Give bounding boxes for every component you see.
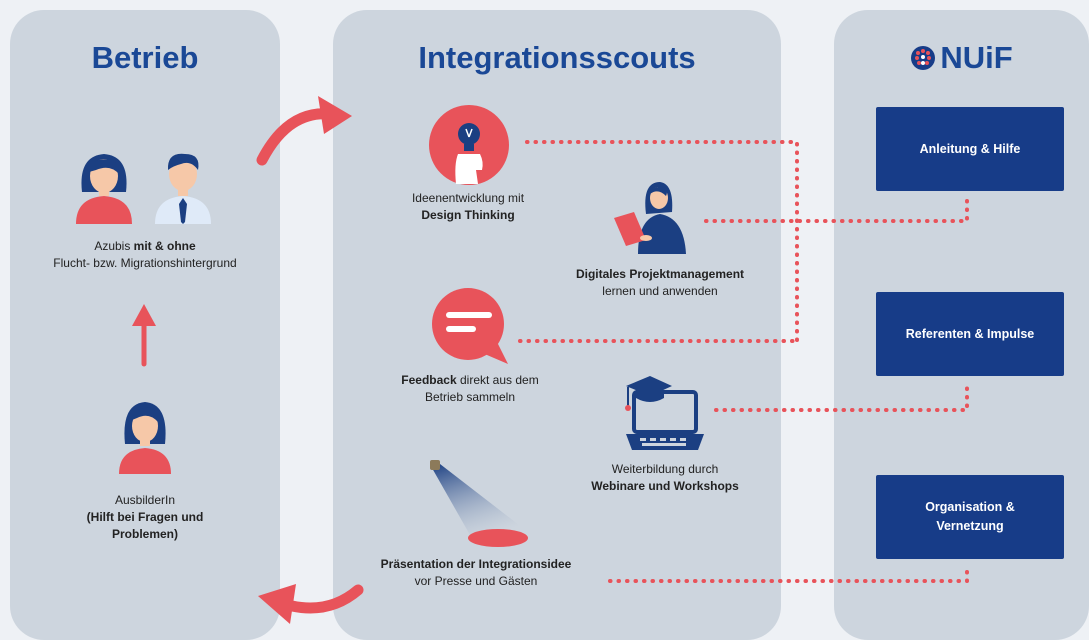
- azubi-female-icon: [72, 146, 136, 231]
- ausbilderin-label-line3: Problemen): [111, 527, 178, 541]
- box-organisation-line1: Organisation &: [925, 500, 1015, 514]
- azubis-label-line2: Flucht- bzw. Migrationshintergrund: [53, 256, 237, 270]
- spotlight-icon: [424, 458, 534, 555]
- praesentation-label: Präsentation der Integrationsidee vor Pr…: [350, 556, 602, 590]
- design-thinking-line2: Design Thinking: [421, 208, 515, 222]
- feedback-rest: direkt aus dem: [456, 373, 539, 387]
- praesentation-line1: Präsentation der Integrationsidee: [380, 557, 572, 571]
- feedback-bold: Feedback: [401, 373, 457, 387]
- projektmanagement-line2: lernen und anwenden: [602, 284, 718, 298]
- person-laptop-icon: [612, 176, 692, 261]
- betrieb-panel: Betrieb: [10, 10, 280, 640]
- azubi-male-icon: [151, 146, 215, 231]
- azubis-label-bold: mit & ohne: [133, 239, 196, 253]
- box-anleitung-hilfe: Anleitung & Hilfe: [876, 107, 1064, 191]
- box-organisation-line2: Vernetzung: [936, 519, 1004, 533]
- design-thinking-label: Ideenentwicklung mit Design Thinking: [383, 190, 553, 224]
- feedback-line2: Betrieb sammeln: [424, 390, 516, 404]
- box-anleitung-hilfe-label: Anleitung & Hilfe: [919, 141, 1021, 156]
- weiterbildung-line1: Weiterbildung durch: [611, 462, 719, 476]
- integrationsscouts-panel: Integrationsscouts: [333, 10, 781, 640]
- nuif-logo: NUiF: [834, 40, 1089, 76]
- projektmanagement-line1: Digitales Projektmanagement: [575, 267, 745, 281]
- design-thinking-line1: Ideenentwicklung mit: [411, 191, 525, 205]
- ausbilderin-label-line2: (Hilft bei Fragen und: [86, 510, 204, 524]
- integrationsscouts-title: Integrationsscouts: [418, 40, 696, 75]
- praesentation-line2: vor Presse und Gästen: [414, 574, 538, 588]
- ausbilderin-label-line1: AusbilderIn: [114, 493, 176, 507]
- ausbilderin-label: AusbilderIn (Hilft bei Fragen und Proble…: [20, 492, 270, 543]
- nuif-logo-icon: [910, 45, 936, 71]
- azubis-label-pre: Azubis: [94, 239, 134, 253]
- box-referenten-impulse: Referenten & Impulse: [876, 292, 1064, 376]
- weiterbildung-line2: Webinare und Workshops: [591, 479, 739, 493]
- laptop-mortarboard-icon: [620, 372, 704, 457]
- box-referenten-impulse-label: Referenten & Impulse: [905, 326, 1035, 341]
- feedback-label: Feedback direkt aus dem Betrieb sammeln: [370, 372, 570, 406]
- betrieb-title: Betrieb: [91, 40, 199, 75]
- ausbilderin-icon: [113, 396, 177, 481]
- projektmanagement-label: Digitales Projektmanagement lernen und a…: [555, 266, 765, 300]
- lightbulb-head-icon: [428, 104, 510, 191]
- box-organisation-vernetzung-label: Organisation & Vernetzung: [925, 498, 1015, 536]
- weiterbildung-label: Weiterbildung durch Webinare und Worksho…: [560, 461, 770, 495]
- azubis-label: Azubis mit & ohne Flucht- bzw. Migration…: [20, 238, 270, 272]
- speech-bubble-icon: [428, 286, 512, 373]
- nuif-title: NUiF: [940, 40, 1013, 75]
- box-organisation-vernetzung: Organisation & Vernetzung: [876, 475, 1064, 559]
